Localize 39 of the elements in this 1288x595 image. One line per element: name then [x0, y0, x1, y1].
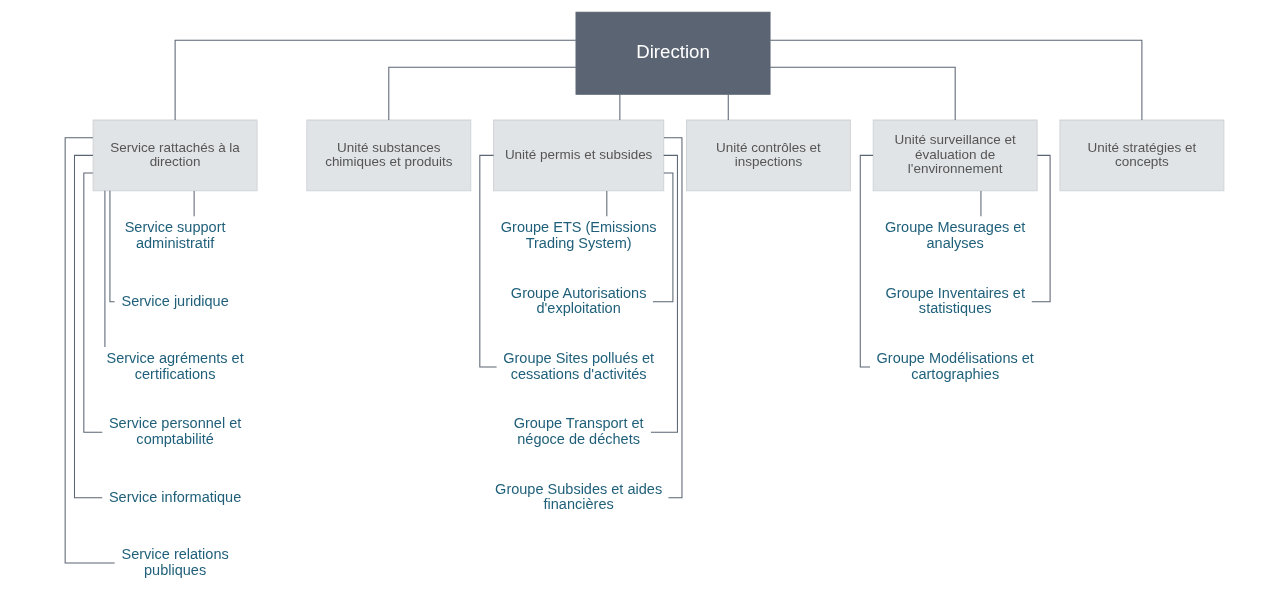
- node-text: Service juridique: [120, 292, 229, 309]
- node-text: Groupe Inventaires et statistiques: [884, 284, 1025, 317]
- node-text: Groupe Autorisations d'exploitation: [510, 284, 646, 317]
- connector: [769, 66, 956, 121]
- node-box: Unité contrôles et inspections: [685, 119, 851, 192]
- connector: [769, 39, 1142, 121]
- node-box: Unité stratégies et concepts: [1058, 119, 1224, 192]
- node-box: Direction: [575, 11, 771, 95]
- connector: [605, 190, 607, 217]
- node-text: Groupe ETS (Emissions Trading System): [500, 219, 656, 251]
- connector: [103, 190, 105, 348]
- node-box: Unité surveillance et évaluation de l'environnement: [872, 119, 1038, 192]
- connector: [649, 154, 678, 433]
- connector: [979, 190, 981, 217]
- node-text: Groupe Modélisations et cartographies: [876, 350, 1034, 382]
- connector: [651, 172, 673, 303]
- connector: [859, 154, 874, 368]
- connector: [82, 172, 103, 433]
- node-text: Service relations publiques: [120, 546, 229, 578]
- connector: [387, 66, 576, 121]
- node-text: Service support administratif: [124, 219, 226, 251]
- node-text: Service personnel et comptabilité: [108, 415, 241, 447]
- node-text: Groupe Mesurages et analyses: [884, 219, 1025, 251]
- connector: [193, 190, 195, 217]
- node-box: Unité permis et subsides: [492, 119, 664, 192]
- node-text: Groupe Transport et négoce de déchets: [513, 415, 644, 447]
- connector: [64, 137, 115, 564]
- connector: [108, 190, 115, 303]
- node-text: Groupe Subsides et aides financières: [494, 480, 662, 513]
- node-text: Service agréments et certifications: [106, 350, 244, 382]
- node-text: Service informatique: [108, 488, 241, 505]
- node-text: Groupe Sites pollués et cessations d'activités: [502, 350, 654, 382]
- node-box: Service rattachés à la direction: [92, 119, 258, 192]
- node-box: Unité substances chimiques et produits: [305, 119, 471, 192]
- connector: [73, 154, 103, 499]
- connector: [174, 39, 576, 121]
- connector: [618, 93, 620, 121]
- connector: [727, 93, 729, 121]
- connector: [1030, 154, 1051, 303]
